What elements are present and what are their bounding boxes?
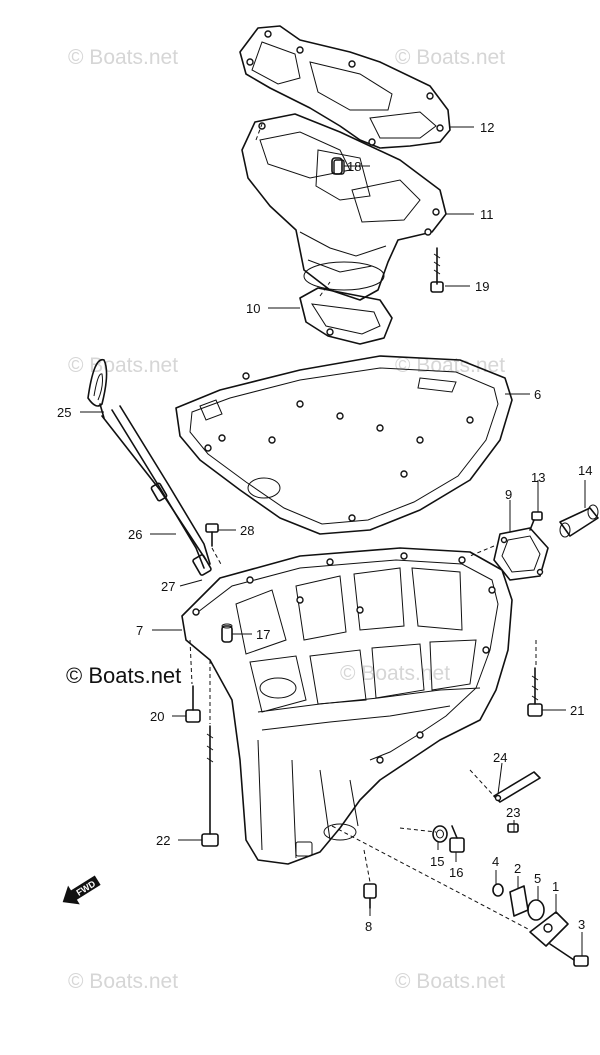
part-14-sleeve: [559, 504, 599, 538]
callout-20: 20: [150, 709, 164, 724]
callout-12: 12: [480, 120, 494, 135]
part-11-housing: [241, 113, 447, 301]
part-5-ring: [527, 899, 545, 921]
part-19-bolt: [430, 247, 444, 293]
callout-9: 9: [505, 487, 512, 502]
callout-22: 22: [156, 833, 170, 848]
callout-25: 25: [57, 405, 71, 420]
part-17-dowel: [221, 623, 233, 643]
part-18-dowel: [331, 157, 343, 175]
part-7-oil-pan: [181, 547, 513, 865]
part-20-bolt: [185, 685, 201, 723]
callout-18: 18: [347, 159, 361, 174]
part-12-gasket: [239, 25, 451, 149]
part-26-guide: [111, 405, 212, 576]
callout-3: 3: [578, 917, 585, 932]
part-2-plug: [509, 885, 529, 917]
callout-27: 27: [161, 579, 175, 594]
callout-5: 5: [534, 871, 541, 886]
part-23-bolt: [507, 823, 519, 833]
part-22-bolt: [201, 725, 219, 847]
watermarks: © Boats.net © Boats.net © Boats.net © Bo…: [68, 46, 505, 993]
part-3-bolt: [549, 943, 589, 967]
watermark-bottom-right: © Boats.net: [395, 970, 505, 993]
callout-10: 10: [246, 301, 260, 316]
watermark-mid-right: © Boats.net: [395, 354, 505, 377]
part-24-bracket: [493, 771, 541, 803]
part-13-bolt: [529, 511, 543, 531]
callout-17: 17: [256, 627, 270, 642]
callout-21: 21: [570, 703, 584, 718]
watermark-mid-left: © Boats.net: [68, 354, 178, 377]
part-1-cap: [529, 911, 569, 947]
part-15-seal: [432, 825, 448, 843]
callout-8: 8: [365, 919, 372, 934]
part-21-bolt: [527, 667, 543, 717]
callouts: 12 11 18 19 10 6 25 26 28 27 7 17 20 21 …: [57, 120, 592, 934]
callout-6: 6: [534, 387, 541, 402]
leader-lines: [80, 123, 586, 956]
callout-24: 24: [493, 750, 507, 765]
watermark-top-left: © Boats.net: [68, 46, 178, 69]
part-4-washer: [492, 883, 504, 897]
callout-14: 14: [578, 463, 592, 478]
fwd-arrow-icon: FWD: [62, 875, 101, 905]
callout-26: 26: [128, 527, 142, 542]
callout-23: 23: [506, 805, 520, 820]
part-25-dipstick: [87, 358, 207, 561]
callout-7: 7: [136, 623, 143, 638]
callout-28: 28: [240, 523, 254, 538]
part-9-cover: [493, 527, 549, 581]
callout-11: 11: [480, 207, 494, 222]
watermark-center-right: © Boats.net: [340, 662, 450, 685]
part-28-bolt: [205, 523, 219, 547]
part-6-gasket: [175, 355, 513, 535]
part-16-plug: [449, 825, 465, 853]
watermark-top-right: © Boats.net: [395, 46, 505, 69]
callout-1: 1: [552, 879, 559, 894]
callout-2: 2: [514, 861, 521, 876]
watermark-bottom-left: © Boats.net: [68, 970, 178, 993]
callout-16: 16: [449, 865, 463, 880]
brand-label: © Boats.net: [66, 663, 181, 688]
callout-4: 4: [492, 854, 499, 869]
callout-13: 13: [531, 470, 545, 485]
part-8-fitting: [363, 883, 377, 909]
callout-19: 19: [475, 279, 489, 294]
callout-15: 15: [430, 854, 444, 869]
part-10-gasket: [299, 287, 393, 345]
